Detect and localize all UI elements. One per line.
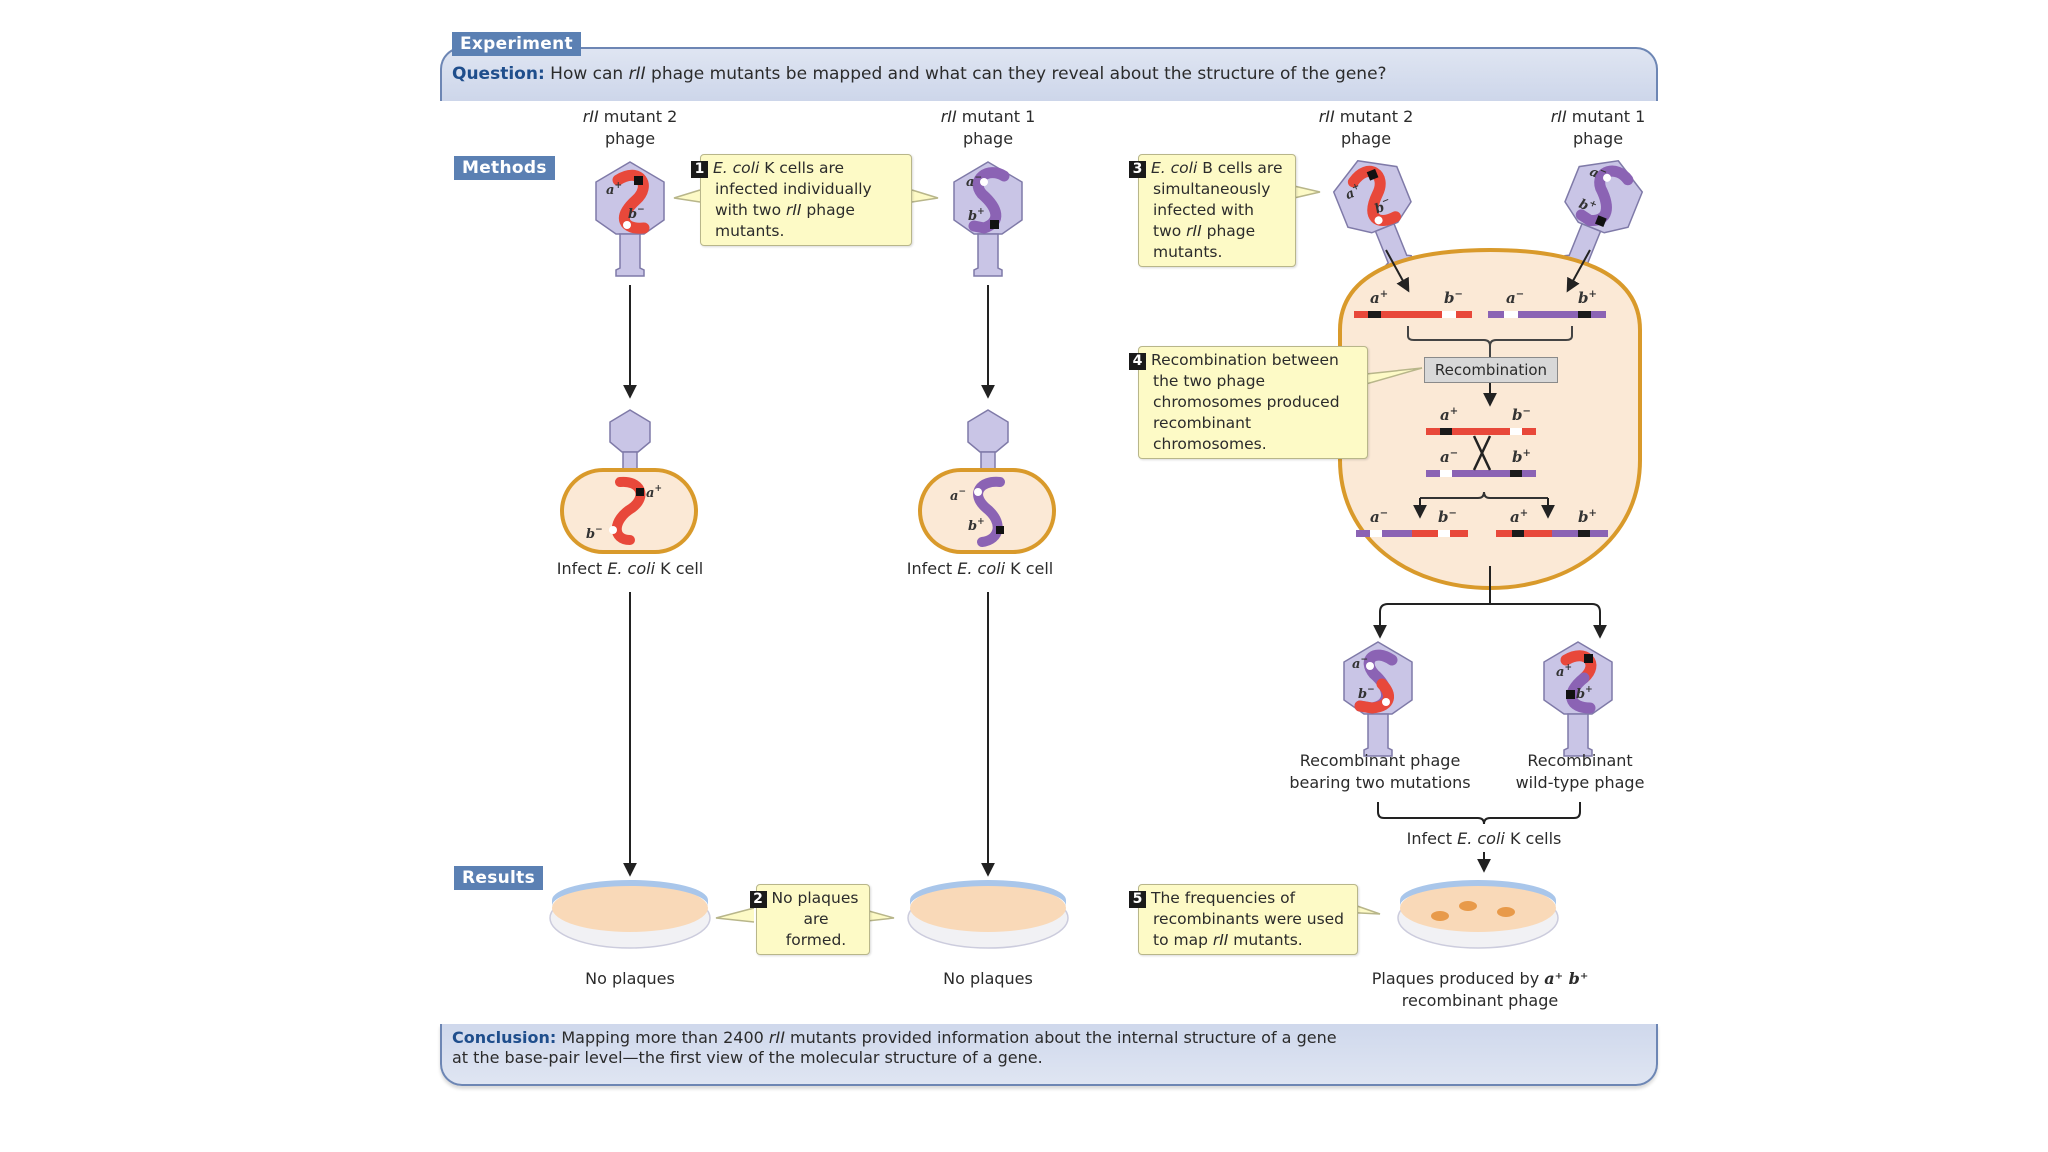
- label-phage: phage: [962, 129, 1014, 148]
- callout-step-5: 5 The frequencies of recombinants were us…: [1129, 884, 1358, 955]
- label-italic: rII: [582, 107, 599, 126]
- phage-mutant2-left: a+ b−: [595, 161, 665, 277]
- infect-italic: E. coli: [957, 559, 1006, 578]
- label-text: mutant 1: [956, 107, 1036, 126]
- question-text: Question: How can rII phage mutants be m…: [452, 64, 1387, 84]
- step-number-5: 5: [1129, 891, 1146, 908]
- callout-text: phage mutants.: [715, 201, 855, 240]
- crossover-x: [1472, 435, 1492, 471]
- infect-pre: Infect: [1406, 829, 1458, 848]
- callout-step-4: 4 Recombination between the two phage chr…: [1129, 346, 1368, 459]
- conclusion-italic: rII: [768, 1028, 785, 1047]
- callout-text: B cells are simultaneously infected with…: [1153, 159, 1283, 240]
- label-line: wild-type phage: [1515, 773, 1645, 792]
- infect-italic: E. coli: [1457, 829, 1505, 848]
- label-italic: rII: [940, 107, 957, 126]
- label-text: mutant 2: [1334, 107, 1414, 126]
- callout-text: Recombination between the two phage chro…: [1151, 351, 1340, 453]
- result-no-plaques-left: No plaques: [585, 969, 675, 988]
- callout-italic: rII: [1212, 931, 1229, 949]
- plaques-line2: recombinant phage: [1401, 991, 1559, 1010]
- label-text: mutant 2: [598, 107, 678, 126]
- infect-pre: Infect: [556, 559, 608, 578]
- phage-recombinant-double-mutant: a− b−: [1343, 641, 1413, 757]
- conclusion-pre: Mapping more than 2400: [561, 1028, 769, 1047]
- callout-italic: rII: [785, 201, 802, 219]
- infect-post: K cell: [655, 559, 704, 578]
- label-line: Recombinant: [1527, 751, 1633, 770]
- callout-italic: E. coli: [713, 159, 760, 177]
- infect-post: K cells: [1504, 829, 1562, 848]
- infect-italic: E. coli: [607, 559, 656, 578]
- callout-text: The frequencies of recombinants were use…: [1151, 889, 1345, 949]
- infect-pre: Infect: [906, 559, 958, 578]
- question-label: Question:: [452, 64, 545, 84]
- label-text: mutant 1: [1566, 107, 1646, 126]
- plaques-pre: Plaques produced by: [1371, 969, 1545, 988]
- callout-step-3: 3 E. coli B cells are simultaneously infe…: [1129, 154, 1296, 267]
- label-line: bearing two mutations: [1289, 773, 1471, 792]
- conclusion-frame: [440, 1024, 1658, 1086]
- infected-cell-left: a+ b−: [560, 409, 698, 554]
- callout-italic: rII: [1186, 222, 1202, 240]
- conclusion-post: mutants provided information about the i…: [452, 1028, 1337, 1067]
- callout-text: K cells are infected individually with t…: [715, 159, 872, 219]
- plaque: [1431, 911, 1449, 921]
- petri-dish-right: [907, 880, 1069, 949]
- ecoli-b-cell: a+ b− a− b+ a+ b− a− b+: [1325, 147, 1651, 591]
- callout-step-1: 1 E. coli K cells are infected individual…: [691, 154, 912, 246]
- question-post: phage mutants be mapped and what can the…: [645, 64, 1387, 84]
- label-recombinant-wild-type: Recombinant wild-type phage: [1490, 750, 1670, 794]
- label-phage: phage: [604, 129, 656, 148]
- step-number-2: 2: [749, 891, 767, 908]
- step-number-3: 3: [1129, 161, 1146, 178]
- infected-cell-right: a− b+: [918, 409, 1056, 554]
- label-italic: rII: [1318, 107, 1335, 126]
- methods-tag: Methods: [454, 156, 555, 180]
- petri-dish-plaques: [1397, 880, 1559, 949]
- result-no-plaques-right: No plaques: [943, 969, 1033, 988]
- plaques-genotype: a⁺ b⁺: [1544, 969, 1589, 988]
- plaque: [1497, 907, 1515, 917]
- plaque: [1459, 901, 1477, 911]
- infect-label-left: Infect E. coli K cell: [530, 558, 730, 580]
- infect-label-recombinants: Infect E. coli K cells: [1374, 828, 1594, 850]
- recombination-box: Recombination: [1424, 357, 1558, 383]
- callout-text: mutants.: [1228, 931, 1303, 949]
- callout-text: phage mutants.: [1153, 222, 1256, 261]
- experiment-frame-top: [440, 47, 1658, 101]
- label-phage: phage: [1340, 129, 1392, 148]
- experiment-tag: Experiment: [452, 32, 581, 56]
- label-recombinant-double-mutant: Recombinant phage bearing two mutations: [1270, 750, 1490, 794]
- question-pre: How can: [550, 64, 629, 84]
- infect-label-right: Infect E. coli K cell: [880, 558, 1080, 580]
- callout-text: No plaques are formed.: [771, 889, 859, 949]
- label-right-mutant1: rII mutant 1 phage: [1528, 106, 1668, 150]
- label-right-mutant2: rII mutant 2 phage: [1296, 106, 1436, 150]
- result-plaques-produced: Plaques produced by a⁺ b⁺ recombinant pha…: [1360, 968, 1600, 1012]
- label-left-mutant1: rII mutant 1 phage: [918, 106, 1058, 150]
- phage-recombinant-wild-type: a+ b+: [1543, 641, 1613, 757]
- infect-post: K cell: [1005, 559, 1054, 578]
- conclusion-label: Conclusion:: [452, 1028, 557, 1047]
- petri-dish-left: [549, 880, 711, 949]
- label-line: Recombinant phage: [1299, 751, 1461, 770]
- label-left-mutant2: rII mutant 2 phage: [560, 106, 700, 150]
- step-number-4: 4: [1129, 353, 1146, 370]
- conclusion-text: Conclusion: Mapping more than 2400 rII m…: [452, 1028, 1352, 1068]
- label-phage: phage: [1572, 129, 1624, 148]
- callout-italic: E. coli: [1151, 159, 1198, 177]
- question-italic: rII: [628, 64, 646, 84]
- label-italic: rII: [1550, 107, 1567, 126]
- phage-mutant1-left: a− b+: [953, 161, 1023, 277]
- results-tag: Results: [454, 866, 544, 890]
- step-number-1: 1: [691, 161, 708, 178]
